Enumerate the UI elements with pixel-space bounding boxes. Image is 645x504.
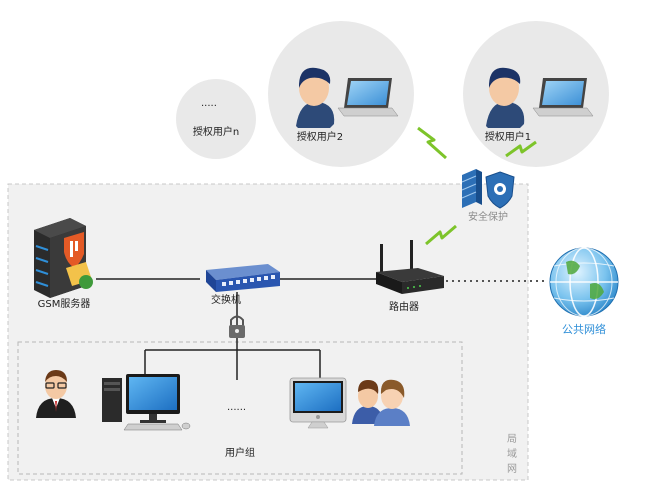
lan-label-char-1: 局 (507, 433, 517, 445)
gsm-server-label: GSM服务器 (38, 297, 91, 310)
users-group-icon (352, 379, 410, 426)
user-n-bubble (176, 79, 256, 159)
switch-icon (206, 264, 280, 292)
user-1-bubble (463, 21, 609, 167)
internet-label: 公共网络 (562, 322, 606, 336)
user-2-laptop-icon (337, 78, 399, 117)
wireless-signal-icon (425, 224, 457, 246)
user-group-label: 用户组 (225, 446, 255, 459)
imac-icon (289, 377, 347, 429)
user-2-person-icon (296, 67, 335, 128)
user-2-label: 授权用户2 (297, 130, 343, 143)
user-group-dots: ...... (227, 402, 246, 413)
lan-label-char-2: 域 (507, 447, 517, 460)
globe-icon (549, 247, 619, 317)
user-1-label: 授权用户1 (485, 130, 531, 143)
security-label: 安全保护 (468, 210, 508, 223)
lan-label-char-3: 网 (507, 463, 517, 475)
user-n-label: 授权用户n (193, 125, 239, 138)
wireless-signal-icon (505, 140, 537, 158)
user-n-dots: ..... (201, 98, 217, 109)
user-2-bubble (268, 21, 414, 167)
switch-label: 交换机 (211, 293, 241, 306)
router-icon (376, 240, 444, 294)
shield-icon (485, 171, 515, 209)
user-1-laptop-icon (532, 78, 594, 117)
lock-icon (229, 315, 245, 338)
user-1-person-icon (486, 67, 525, 128)
desktop-computer-icon (102, 374, 191, 431)
router-label: 路由器 (389, 300, 419, 313)
firewall-icon (461, 169, 482, 208)
wireless-signal-icon (417, 126, 447, 160)
user-person-icon (36, 370, 76, 418)
gsm-server-icon (34, 218, 93, 298)
